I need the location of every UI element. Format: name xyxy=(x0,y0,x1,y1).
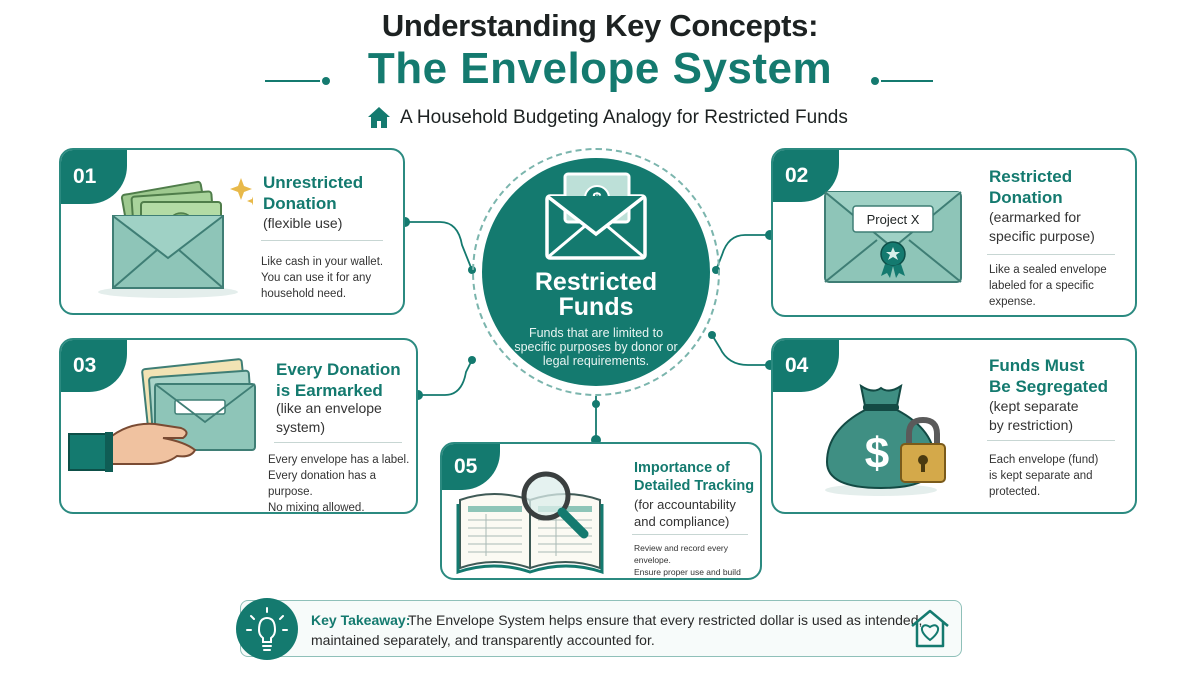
page-headline: The Envelope System xyxy=(367,44,833,93)
headline-decor-left-line xyxy=(265,80,320,82)
card-description: Review and record every envelope. Ensure… xyxy=(634,543,741,577)
card-title: Restricted Donation xyxy=(989,167,1073,207)
envelope-cash-icon: $ xyxy=(98,178,253,298)
card-detailed-tracking: 05 Importance of Detailed Tracking (for … xyxy=(440,442,762,580)
center-title: Restricted Funds xyxy=(534,268,658,321)
card-subtitle: (like an envelope system) xyxy=(276,400,382,435)
page-title: Understanding Key Concepts: xyxy=(381,8,819,43)
card-description: Every envelope has a label. Every donati… xyxy=(268,454,410,514)
card-title: Importance of Detailed Tracking xyxy=(634,460,755,494)
card-divider xyxy=(987,254,1115,255)
hand-envelopes-icon xyxy=(68,358,256,472)
card-number: 01 xyxy=(61,150,127,204)
card-subtitle: (kept separate by restriction) xyxy=(989,398,1079,433)
card-divider xyxy=(632,534,748,535)
card-number: 02 xyxy=(773,150,839,202)
key-takeaway-box xyxy=(240,600,962,657)
center-description: Funds that are limited to specific purpo… xyxy=(514,326,678,368)
ledger-magnifier-icon xyxy=(456,471,604,575)
card-description: Like cash in your wallet. You can use it… xyxy=(261,256,384,300)
card-unrestricted-donation: 01 $ Unrestricted Donation (flexible use… xyxy=(59,148,405,315)
card-divider xyxy=(274,442,402,443)
card-title: Every Donation is Earmarked xyxy=(276,360,401,400)
card-subtitle: (flexible use) xyxy=(263,215,343,231)
card-subtitle: (earmarked for specific purpose) xyxy=(989,209,1095,244)
card-description: Like a sealed envelope labeled for a spe… xyxy=(989,264,1107,308)
headline-decor-right-line xyxy=(881,80,933,82)
headline-decor-right-dot xyxy=(871,77,879,85)
lightbulb-icon xyxy=(246,607,288,651)
center-circle-ring xyxy=(472,148,720,396)
svg-text:$: $ xyxy=(865,429,889,478)
envelope-dollar-icon: $ xyxy=(545,172,647,260)
card-divider xyxy=(261,240,383,241)
takeaway-text-line2: maintained separately, and transparently… xyxy=(311,632,655,648)
card-title: Unrestricted Donation xyxy=(263,173,364,213)
card-divider xyxy=(987,440,1115,441)
house-heart-icon xyxy=(911,609,949,648)
card-title: Funds Must Be Segregated xyxy=(989,356,1109,396)
card-subtitle: (for accountability and compliance) xyxy=(634,497,736,529)
card-description: Each envelope (fund) is kept separate an… xyxy=(989,454,1099,498)
card-restricted-donation: 02 Project X Restricted Donation (earmar… xyxy=(771,148,1137,317)
takeaway-label: Key Takeaway: xyxy=(311,612,411,628)
page-subtitle: A Household Budgeting Analogy for Restri… xyxy=(400,107,848,128)
money-bag-lock-icon: $ xyxy=(825,383,946,496)
headline-decor-left-dot xyxy=(322,77,330,85)
sealed-envelope-icon xyxy=(824,191,962,283)
takeaway-text-line1: The Envelope System helps ensure that ev… xyxy=(408,612,923,628)
envelope-label: Project X xyxy=(866,212,920,227)
card-every-donation-earmarked: 03 Every Donation is Earmarked (like an … xyxy=(59,338,418,514)
card-funds-segregated: 04 $ Funds Must Be Segregated (kept sepa… xyxy=(771,338,1137,514)
home-icon xyxy=(368,107,390,128)
